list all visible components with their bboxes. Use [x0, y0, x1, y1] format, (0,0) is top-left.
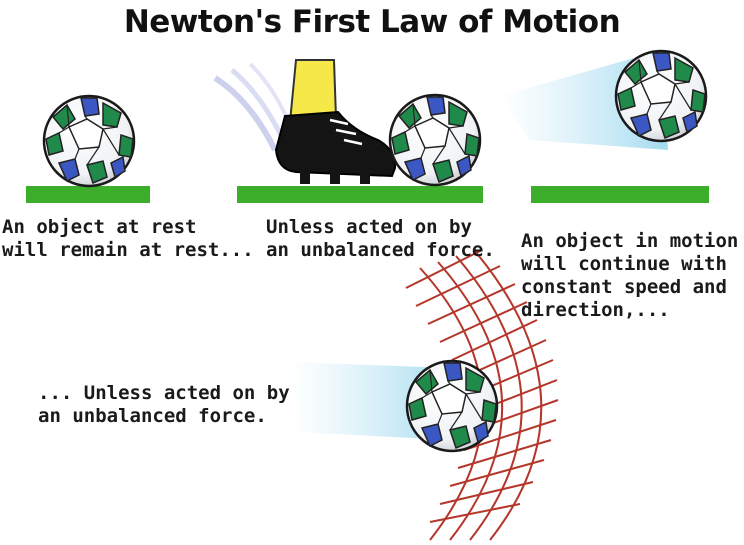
- soccer-ball: [388, 93, 482, 187]
- shoe-stud: [300, 170, 310, 184]
- motion-swoosh: [213, 75, 278, 152]
- soccer-ball: [405, 359, 499, 453]
- shoe-stud: [360, 172, 370, 184]
- ground-strip: [237, 186, 483, 203]
- caption-rest: An object at rest will remain at rest...: [2, 216, 254, 261]
- panel-kick: [213, 59, 483, 203]
- soccer-ball: [614, 49, 708, 143]
- panel-motion: [500, 49, 709, 203]
- ground-strip: [26, 186, 150, 203]
- goal-net: [405, 249, 559, 541]
- page-title: Newton's First Law of Motion: [123, 4, 621, 40]
- panel-net: [290, 249, 559, 541]
- caption-motion: An object in motion will continue with c…: [521, 230, 739, 321]
- soccer-ball: [42, 94, 136, 188]
- motion-swoosh: [230, 68, 286, 142]
- panel-rest: [26, 94, 150, 203]
- shoe-stud: [330, 172, 340, 184]
- caption-net-force: ... Unless acted on by an unbalanced for…: [38, 382, 290, 427]
- shoe-laces: [329, 118, 363, 146]
- ground-strip: [531, 186, 709, 203]
- caption-unbalanced-force: Unless acted on by an unbalanced force.: [266, 216, 495, 261]
